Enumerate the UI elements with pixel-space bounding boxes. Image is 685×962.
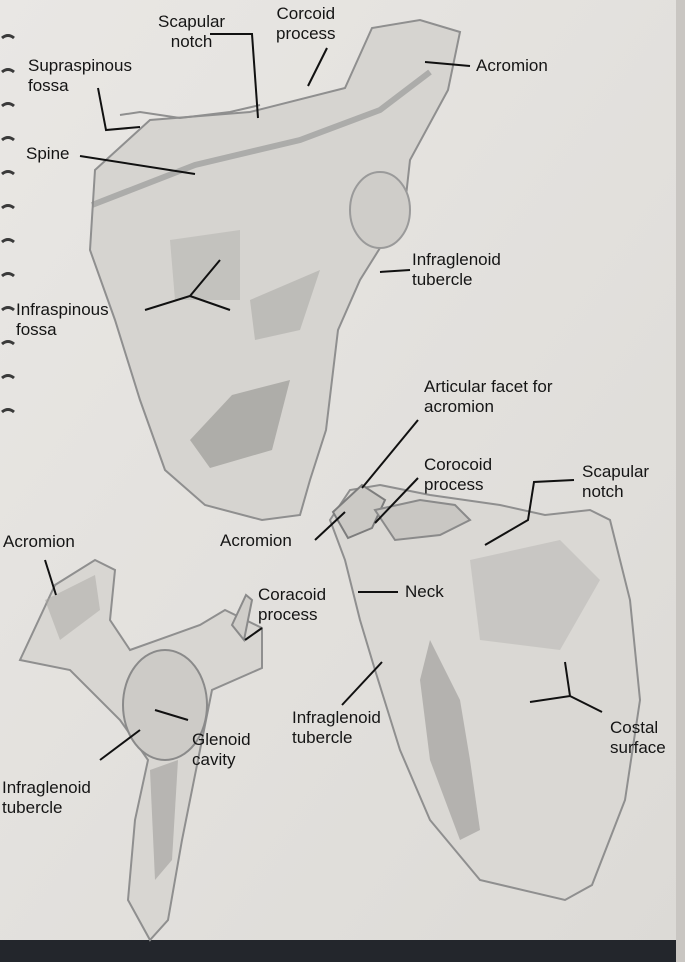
label-acromion-lateral: Acromion xyxy=(3,532,75,552)
label-neck: Neck xyxy=(405,582,444,602)
label-glenoid-cavity: Glenoid cavity xyxy=(192,730,251,770)
label-infraspinous-fossa: Infraspinous fossa xyxy=(16,300,109,340)
label-articular-facet: Articular facet for acromion xyxy=(424,377,553,417)
label-supraspinous-fossa: Supraspinous fossa xyxy=(28,56,132,96)
label-spine: Spine xyxy=(26,144,69,164)
label-acromion-posterior: Acromion xyxy=(476,56,548,76)
label-scapular-notch-anterior: Scapular notch xyxy=(582,462,649,502)
page-right-edge xyxy=(676,0,685,962)
label-acromion-anterior: Acromion xyxy=(220,531,292,551)
label-coracoid-process-lateral: Coracoid process xyxy=(258,585,326,625)
label-infraglenoid-tubercle-anterior: Infraglenoid tubercle xyxy=(292,708,381,748)
label-scapular-notch-posterior: Scapular notch xyxy=(158,12,225,52)
label-infraglenoid-tubercle-lateral: Infraglenoid tubercle xyxy=(2,778,91,818)
label-infraglenoid-tubercle-posterior: Infraglenoid tubercle xyxy=(412,250,501,290)
background-edge xyxy=(0,940,685,962)
label-coracoid-process-anterior: Corocoid process xyxy=(424,455,492,495)
label-costal-surface: Costal surface xyxy=(610,718,666,758)
label-coracoid-process-posterior: Corcoid process xyxy=(276,4,336,44)
